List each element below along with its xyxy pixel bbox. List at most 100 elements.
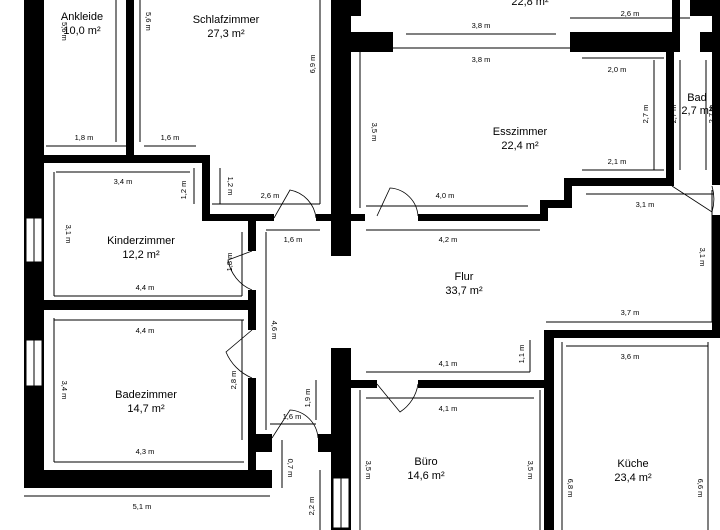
dimension-label: 3,4 m (60, 381, 69, 400)
dimension-label: 5,1 m (133, 502, 152, 511)
wall-schlafzimmer-step (202, 155, 210, 221)
wall-right-mid (712, 215, 720, 338)
dimension-label: 3,5 m (364, 461, 373, 480)
wall-top-f (700, 32, 720, 52)
wall-top-c (570, 32, 680, 52)
room-name: Schlafzimmer (193, 14, 260, 26)
dimension-label: 2,0 m (608, 65, 627, 74)
door-buero (376, 383, 419, 413)
wall-esszimmer-bottom (418, 214, 548, 221)
wall-flur-bottom-left (248, 434, 272, 452)
room-name: Ankleide (61, 11, 103, 23)
wall-flur-bottom-right (318, 434, 332, 452)
dimension-label: 1,2 m (179, 181, 188, 200)
dimension-label: 2,6 m (261, 191, 280, 200)
room-area: 12,2 m² (122, 249, 160, 261)
dimension-label: 5,6 m (60, 22, 69, 41)
dimension-label: 1,6 m (283, 412, 302, 421)
dimension-label: 3,7 m (621, 308, 640, 317)
wall-kinder-bade (24, 300, 256, 310)
wall-esszimmer-step-4 (540, 200, 548, 221)
door-kinderzimmer (227, 250, 253, 291)
room-name: Küche (617, 458, 648, 470)
dimension-label: 6,9 m (308, 55, 317, 74)
dimension-label: 3,1 m (64, 225, 73, 244)
room-name: Esszimmer (493, 126, 548, 138)
dimension-label: 1,2 m (226, 177, 235, 196)
dimension-label: 4,3 m (136, 447, 155, 456)
room-area: 22,4 m² (501, 140, 539, 152)
dimension-label: 3,1 m (698, 248, 707, 267)
dimension-label: 4,1 m (439, 359, 458, 368)
dimension-label: 2,7 m (641, 105, 650, 124)
dimension-label: 3,4 m (114, 177, 133, 186)
walls (24, 0, 720, 530)
wall-top-b (331, 32, 393, 52)
dimension-label: 4,4 m (136, 283, 155, 292)
dimension-label: 4,6 m (270, 321, 279, 340)
dimension-label: 3,6 m (621, 352, 640, 361)
wall-schlafzimmer-bottom (24, 155, 210, 163)
wall-flur-left-b (248, 290, 256, 330)
room-area: 14,6 m² (407, 470, 445, 482)
dimension-label: 4,2 m (439, 235, 458, 244)
room-area: 23,4 m² (614, 472, 652, 484)
wall-esszimmer-step-3 (540, 200, 572, 208)
room-area: 33,7 m² (445, 285, 483, 297)
room-area: 10,0 m² (63, 25, 101, 37)
dimension-label: 3,1 m (636, 200, 655, 209)
dimension-label: 1,6 m (284, 235, 303, 244)
door-schlafzimmer (273, 189, 317, 219)
wall-esszimmer-step-2 (564, 178, 572, 208)
windows (25, 217, 350, 529)
dimension-label: 1,8 m (225, 253, 234, 272)
room-name: Flur (455, 271, 474, 283)
room-name: Büro (414, 456, 437, 468)
dimension-label: 3,5 m (370, 123, 379, 142)
dimension-label: 3,8 m (472, 21, 491, 30)
wall-bad-left (666, 50, 674, 186)
wall-right-top (712, 0, 720, 185)
dimension-label: 1,1 m (517, 345, 526, 364)
room-labels: Ankleide 10,0 m² Schlafzimmer 27,3 m² 22… (61, 0, 713, 484)
wall-ankleide (126, 0, 134, 158)
dimension-label: 1,6 m (161, 133, 180, 142)
wall-kueche-top (544, 330, 720, 338)
door-bad (671, 185, 715, 213)
dimension-label: 5,6 m (144, 12, 153, 31)
dimension-label: 0,7 m (286, 459, 295, 478)
room-area: 22,8 m² (511, 0, 549, 8)
dimension-lines (24, 0, 714, 530)
dimension-label: 2,7 m (707, 105, 716, 124)
door-entrance (271, 409, 319, 439)
doors (225, 185, 715, 439)
wall-esszimmer-step-1 (564, 178, 674, 186)
wall-esszimmer-bottom-2 (351, 214, 365, 221)
dimension-label: 2,8 m (229, 371, 238, 390)
dimension-label: 2,6 m (621, 9, 640, 18)
door-esszimmer (376, 187, 419, 217)
room-area: 2,7 m² (681, 105, 713, 117)
wall-bottom-left (24, 470, 272, 488)
dimension-label: 1,8 m (75, 133, 94, 142)
dimension-label: 2,7 m (669, 105, 678, 124)
room-name: Kinderzimmer (107, 235, 175, 247)
wall-top-d (672, 0, 680, 40)
wall-central (331, 0, 351, 256)
dimension-label: 4,4 m (136, 326, 155, 335)
wall-kueche-left (544, 330, 554, 530)
room-area: 27,3 m² (207, 28, 245, 40)
dimension-label: 3,5 m (526, 461, 535, 480)
wall-buero-top-a (351, 380, 377, 388)
wall-kinder-top (202, 214, 274, 221)
door-badezimmer (225, 329, 253, 379)
dimension-label: 2,1 m (608, 157, 627, 166)
room-area: 14,7 m² (127, 403, 165, 415)
dimension-label: 4,1 m (439, 404, 458, 413)
dimension-labels: 5,6 m 5,6 m 6,9 m 1,8 m 1,6 m 3,8 m 3,8 … (60, 9, 716, 515)
room-name: Bad (687, 92, 707, 104)
dimension-label: 1,9 m (303, 389, 312, 408)
dimension-label: 6,8 m (566, 479, 575, 498)
